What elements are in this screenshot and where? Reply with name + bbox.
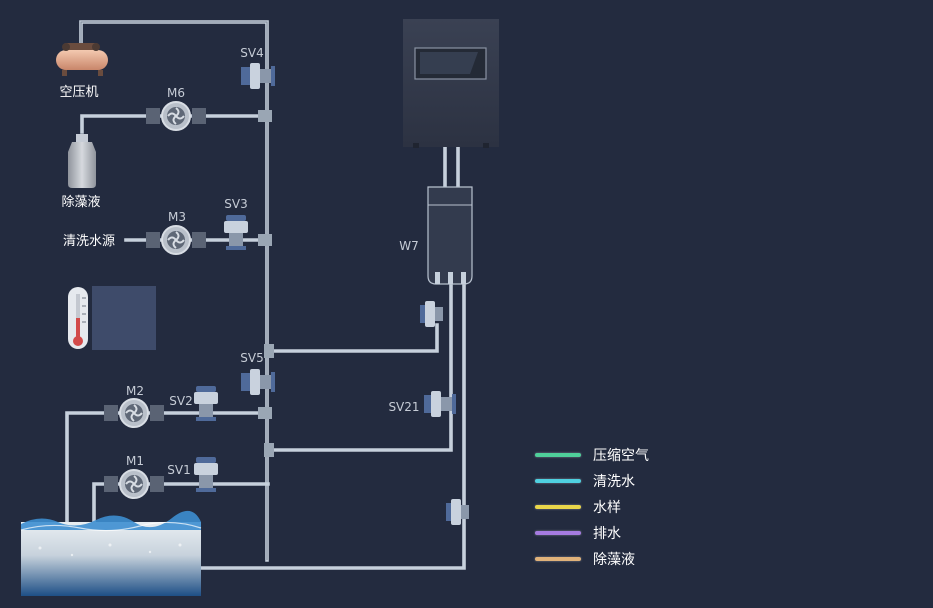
tee-fitting: [264, 344, 274, 358]
valve-sv21-label: SV21: [388, 400, 419, 414]
valve-sv1[interactable]: [194, 457, 218, 492]
legend-item: 除藻液: [535, 546, 649, 572]
legend-label: 压缩空气: [593, 448, 649, 464]
legend-swatch: [535, 505, 581, 509]
valve-sv5[interactable]: [241, 369, 275, 395]
bottle-icon: [68, 134, 96, 188]
pipe-network: [65, 20, 466, 570]
tee-fitting: [264, 443, 274, 457]
pump-m1[interactable]: [104, 469, 164, 499]
valve-sv4[interactable]: [241, 63, 275, 89]
valve-sv3-label: SV3: [224, 197, 247, 211]
sv21-pipe: [268, 281, 453, 452]
legend-item: 压缩空气: [535, 442, 649, 468]
valve-sv3[interactable]: [224, 215, 248, 250]
legend-label: 排水: [593, 526, 621, 542]
legend-swatch: [535, 557, 581, 561]
w7-label: W7: [399, 239, 419, 253]
analyzer-cabinet: [403, 19, 499, 148]
pipe-legend: 压缩空气 清洗水 水样 排水 除藻液: [535, 442, 649, 572]
valve-w7-inlet[interactable]: [420, 301, 443, 327]
valve-sv1-label: SV1: [167, 463, 190, 477]
legend-item: 排水: [535, 520, 649, 546]
thermometer-icon: [68, 287, 88, 349]
legend-label: 除藻液: [593, 552, 635, 568]
wash-source-label: 清洗水源: [63, 234, 115, 249]
air-compressor-icon[interactable]: [56, 43, 108, 76]
pump-m2[interactable]: [104, 398, 164, 428]
pump-m3[interactable]: [146, 225, 206, 255]
legend-swatch: [535, 479, 581, 483]
valve-sv4-label: SV4: [240, 46, 263, 60]
pump-m6[interactable]: [146, 101, 206, 131]
legend-label: 清洗水: [593, 474, 635, 490]
pump-m3-label: M3: [168, 210, 186, 224]
m2-pipe: [65, 411, 266, 539]
legend-item: 清洗水: [535, 468, 649, 494]
water-tank: [20, 510, 202, 596]
legend-swatch: [535, 531, 581, 535]
drain-pipe: [170, 281, 466, 570]
valve-sv21[interactable]: [424, 391, 456, 417]
temperature-display-panel: [92, 286, 156, 350]
pump-m2-label: M2: [126, 384, 144, 398]
legend-label: 水样: [593, 500, 621, 516]
algae-tank-label: 除藻液: [61, 195, 100, 210]
tee-fitting: [258, 110, 272, 122]
sv5-branch-pipe: [268, 323, 439, 353]
legend-swatch: [535, 453, 581, 457]
compressor-label: 空压机: [59, 85, 98, 100]
tee-fitting: [258, 234, 272, 246]
valve-sv5-label: SV5: [240, 351, 263, 365]
valve-sv2-label: SV2: [169, 394, 192, 408]
legend-item: 水样: [535, 494, 649, 520]
pump-m1-label: M1: [126, 454, 144, 468]
valve-drain[interactable]: [446, 499, 469, 525]
tee-fitting: [258, 407, 272, 419]
valve-sv2[interactable]: [194, 386, 218, 421]
pump-m6-label: M6: [167, 86, 185, 100]
w7-vessel: [427, 186, 473, 285]
